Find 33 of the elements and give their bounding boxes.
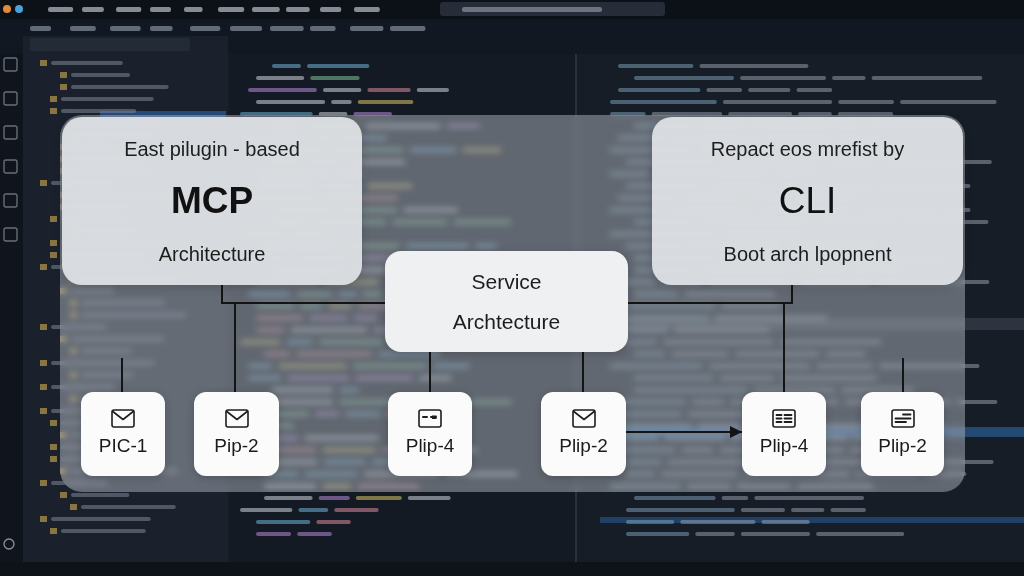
node-caption: Boot arch lpopnent [723, 241, 892, 266]
connector-line [783, 284, 793, 304]
connector-line [627, 302, 785, 304]
node-label: Plip-4 [405, 435, 455, 457]
node-caption: Architecture [158, 241, 266, 266]
connector-line [121, 357, 123, 393]
architecture-card [385, 251, 628, 352]
connector-line [783, 302, 785, 393]
component-card [194, 392, 279, 476]
node-label: Plip-4 [759, 435, 809, 457]
connector-line [902, 357, 904, 393]
arrow [625, 426, 743, 438]
component-card [541, 392, 626, 476]
connector-line [234, 302, 386, 304]
connector-line [429, 351, 431, 393]
node-title: Service Archtecture [452, 268, 561, 335]
node-subtitle: East pilugin - based [124, 136, 300, 161]
architecture-card [652, 117, 963, 285]
node-heading: MCP [170, 180, 254, 222]
component-card [81, 392, 165, 476]
node-label: Pip-2 [214, 435, 259, 457]
connector-line [234, 302, 236, 393]
component-card [861, 392, 944, 476]
connector-line [582, 351, 584, 393]
node-label: Plip-2 [559, 435, 608, 457]
node-subtitle: Repact eos mrefist by [710, 136, 905, 161]
component-card [742, 392, 826, 476]
node-label: PIC-1 [98, 435, 148, 457]
component-card [388, 392, 472, 476]
connector-line [221, 284, 236, 304]
architecture-card [62, 117, 362, 285]
node-heading: CLI [778, 180, 837, 222]
node-label: Plip-2 [878, 435, 927, 457]
